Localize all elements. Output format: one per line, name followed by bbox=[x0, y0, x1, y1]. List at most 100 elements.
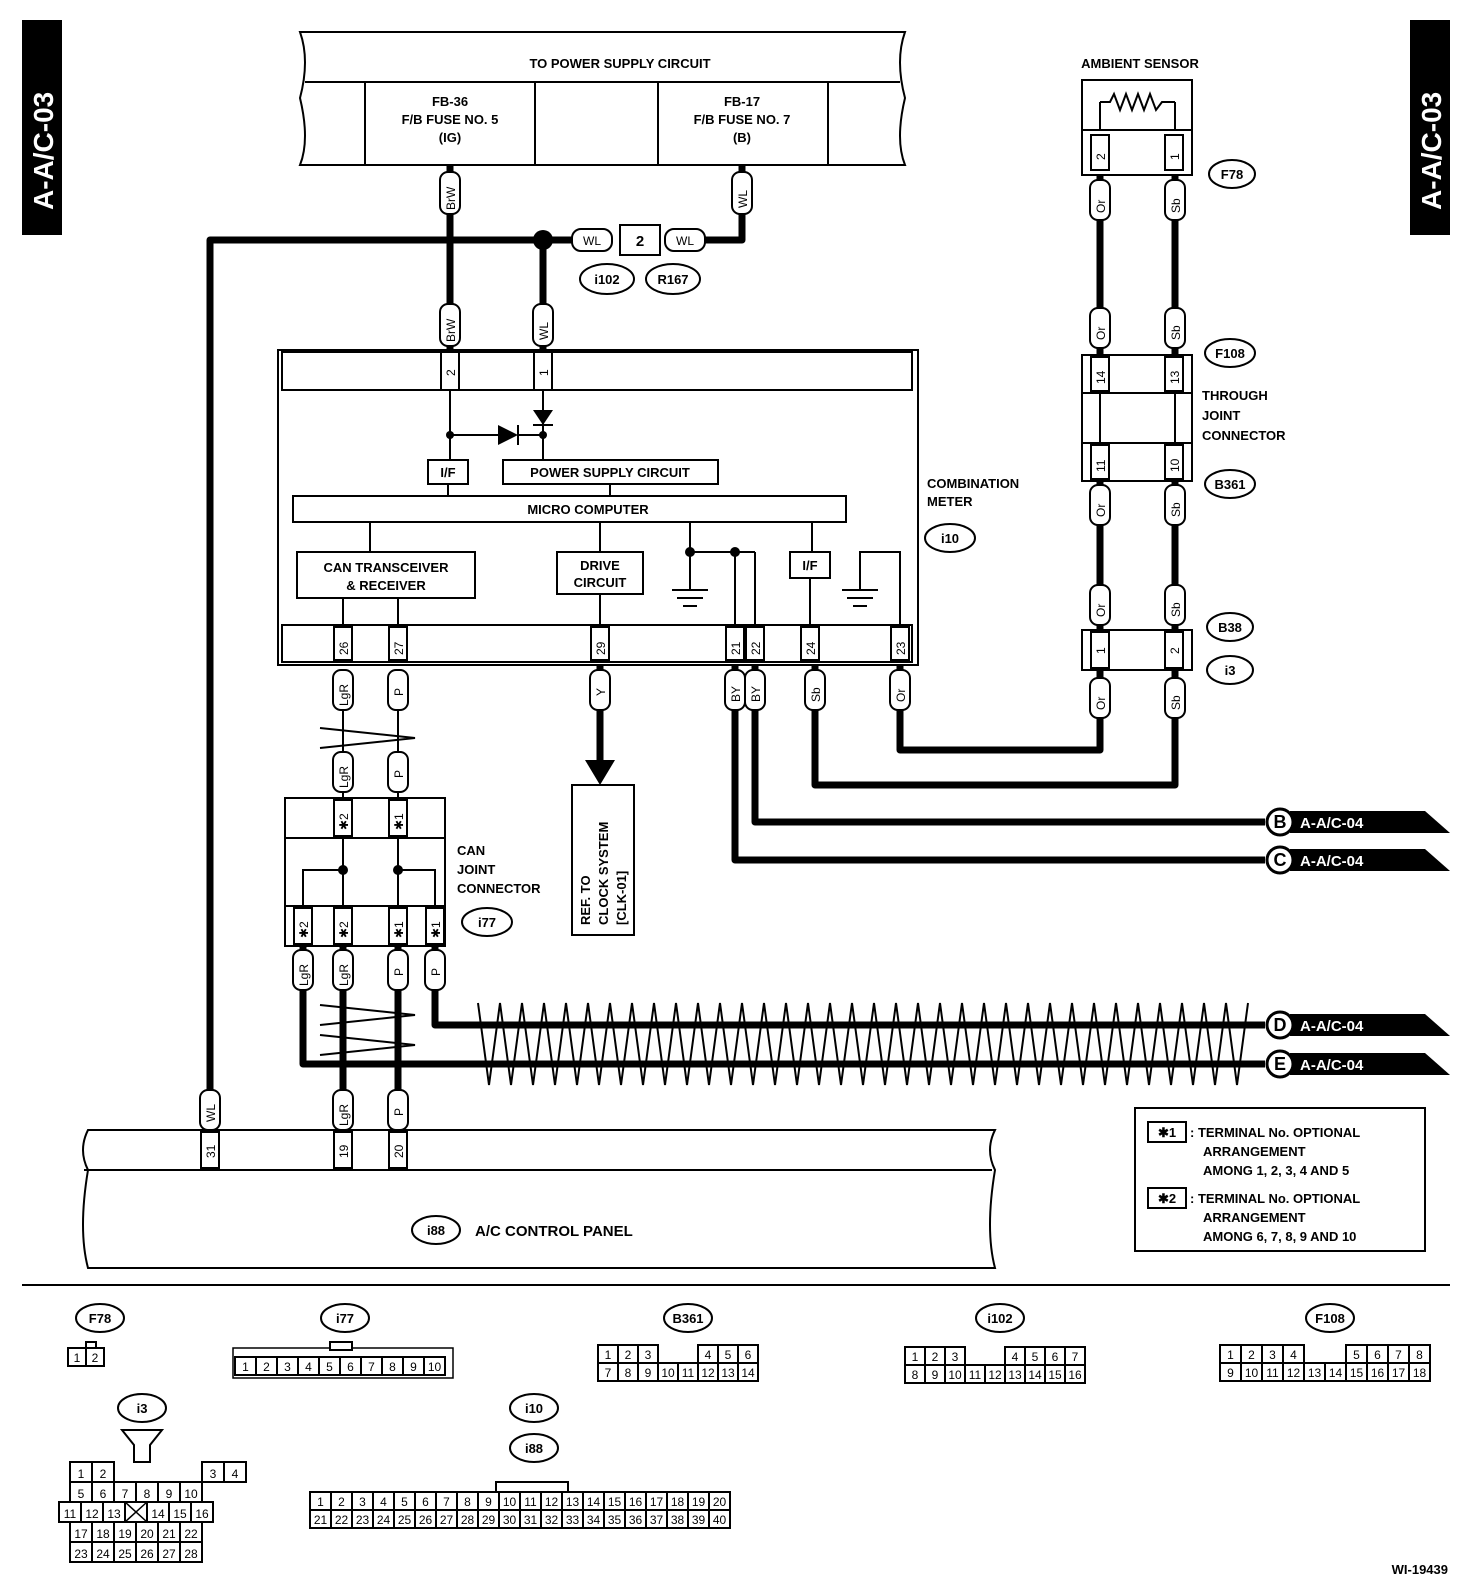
svg-text:P: P bbox=[392, 688, 406, 696]
svg-text:BrW: BrW bbox=[444, 186, 458, 210]
svg-text:10: 10 bbox=[1245, 1366, 1259, 1380]
svg-text:24: 24 bbox=[377, 1513, 391, 1527]
svg-text:3: 3 bbox=[359, 1495, 366, 1509]
twisted-pair-zigzag bbox=[477, 1002, 1249, 1086]
svg-text:Or: Or bbox=[894, 689, 908, 702]
svg-text:9: 9 bbox=[485, 1495, 492, 1509]
svg-text:i102: i102 bbox=[987, 1311, 1012, 1326]
svg-text:6: 6 bbox=[745, 1348, 752, 1362]
svg-text:31: 31 bbox=[524, 1513, 538, 1527]
svg-text:Or: Or bbox=[1094, 327, 1108, 340]
svg-text:34: 34 bbox=[587, 1513, 601, 1527]
svg-text:ARRANGEMENT: ARRANGEMENT bbox=[1203, 1144, 1306, 1159]
svg-text:28: 28 bbox=[461, 1513, 475, 1527]
svg-text:REF. TO: REF. TO bbox=[578, 875, 593, 925]
svg-text:WL: WL bbox=[736, 190, 750, 208]
svg-text:i77: i77 bbox=[478, 915, 496, 930]
svg-text:5: 5 bbox=[78, 1487, 85, 1501]
svg-text:16: 16 bbox=[1371, 1366, 1385, 1380]
svg-text:[CLK-01]: [CLK-01] bbox=[614, 871, 629, 925]
connector-b38-i3: 1 2 bbox=[1081, 629, 1193, 671]
svg-text:Sb: Sb bbox=[809, 687, 823, 702]
svg-text:6: 6 bbox=[422, 1495, 429, 1509]
ac-control-panel: 31 19 20 i88 A/C CONTROL PANEL bbox=[82, 1129, 997, 1269]
svg-text:2: 2 bbox=[444, 369, 458, 376]
svg-text:i77: i77 bbox=[336, 1311, 354, 1326]
panel-label: A/C CONTROL PANEL bbox=[475, 1223, 633, 1240]
svg-text:17: 17 bbox=[1392, 1366, 1406, 1380]
svg-text:12: 12 bbox=[1287, 1366, 1301, 1380]
svg-text:1: 1 bbox=[912, 1350, 919, 1364]
legend: ✱1 : TERMINAL No. OPTIONAL ARRANGEMENT A… bbox=[1134, 1107, 1426, 1252]
svg-text:2: 2 bbox=[932, 1350, 939, 1364]
svg-text:F/B FUSE NO. 7: F/B FUSE NO. 7 bbox=[694, 112, 791, 127]
svg-text:i88: i88 bbox=[427, 1223, 445, 1238]
svg-text:ARRANGEMENT: ARRANGEMENT bbox=[1203, 1210, 1306, 1225]
svg-text:10: 10 bbox=[948, 1368, 962, 1382]
svg-text:35: 35 bbox=[608, 1513, 622, 1527]
svg-text:17: 17 bbox=[650, 1495, 664, 1509]
svg-text:36: 36 bbox=[629, 1513, 643, 1527]
svg-text:2: 2 bbox=[636, 233, 644, 250]
svg-text:15: 15 bbox=[1350, 1366, 1364, 1380]
svg-text:14: 14 bbox=[587, 1495, 601, 1509]
svg-text:P: P bbox=[392, 1108, 406, 1116]
wire-labels-meter-bottom: Or Sb LgR P Y BY BY Sb Or bbox=[332, 669, 1186, 719]
svg-text:4: 4 bbox=[232, 1467, 239, 1481]
svg-text:i10: i10 bbox=[941, 531, 959, 546]
can-joint-label: CAN bbox=[457, 843, 485, 858]
svg-text:2: 2 bbox=[1094, 153, 1108, 160]
svg-text:7: 7 bbox=[1395, 1348, 1402, 1362]
svg-text:WL: WL bbox=[537, 322, 551, 340]
svg-text:✱1: ✱1 bbox=[1158, 1125, 1176, 1140]
svg-text:12: 12 bbox=[701, 1366, 715, 1380]
svg-text:11: 11 bbox=[524, 1495, 537, 1509]
svg-text:A-A/C-04: A-A/C-04 bbox=[1300, 1057, 1364, 1074]
svg-text:29: 29 bbox=[594, 641, 608, 655]
svg-text:JOINT: JOINT bbox=[1202, 408, 1240, 423]
svg-text:8: 8 bbox=[625, 1366, 632, 1380]
svg-text:R167: R167 bbox=[657, 272, 688, 287]
svg-text:19: 19 bbox=[118, 1527, 132, 1541]
svg-text:WL: WL bbox=[583, 234, 601, 248]
svg-text:LgR: LgR bbox=[337, 964, 351, 986]
svg-text:I/F: I/F bbox=[802, 558, 817, 573]
svg-text:1: 1 bbox=[537, 369, 551, 376]
combination-meter: 2 1 I/F POWER SUPPLY CIRCUIT MICRO COMPU… bbox=[277, 349, 919, 666]
svg-text:9: 9 bbox=[410, 1360, 417, 1374]
svg-text:D: D bbox=[1274, 1015, 1287, 1035]
svg-text:27: 27 bbox=[162, 1547, 176, 1561]
svg-text:13: 13 bbox=[1008, 1368, 1022, 1382]
svg-text:3: 3 bbox=[1269, 1348, 1276, 1362]
svg-text:18: 18 bbox=[1413, 1366, 1427, 1380]
svg-text:20: 20 bbox=[140, 1527, 154, 1541]
svg-text:9: 9 bbox=[1227, 1366, 1234, 1380]
svg-text:METER: METER bbox=[927, 494, 973, 509]
svg-text:7: 7 bbox=[368, 1360, 375, 1374]
svg-text:16: 16 bbox=[1068, 1368, 1082, 1382]
svg-text:MICRO COMPUTER: MICRO COMPUTER bbox=[527, 502, 649, 517]
svg-text:1: 1 bbox=[1227, 1348, 1234, 1362]
svg-text:11: 11 bbox=[1266, 1366, 1279, 1380]
svg-text:CAN TRANSCEIVER: CAN TRANSCEIVER bbox=[324, 560, 450, 575]
svg-text:21: 21 bbox=[162, 1527, 176, 1541]
svg-text:✱2: ✱2 bbox=[297, 921, 311, 938]
svg-text:BY: BY bbox=[729, 686, 743, 702]
svg-text:AMONG 6, 7, 8, 9 AND 10: AMONG 6, 7, 8, 9 AND 10 bbox=[1203, 1229, 1356, 1244]
svg-text:32: 32 bbox=[545, 1513, 559, 1527]
svg-text:13: 13 bbox=[1168, 370, 1182, 384]
svg-text:22: 22 bbox=[749, 641, 763, 655]
svg-text:39: 39 bbox=[692, 1513, 706, 1527]
wire-label: BrW WL BrW WL bbox=[439, 171, 753, 347]
svg-text:CONNECTOR: CONNECTOR bbox=[457, 881, 541, 896]
svg-text:1: 1 bbox=[1168, 153, 1182, 160]
svg-text:1: 1 bbox=[605, 1348, 612, 1362]
svg-text:9: 9 bbox=[932, 1368, 939, 1382]
doc-id: WI-19439 bbox=[1392, 1562, 1448, 1577]
svg-text:Sb: Sb bbox=[1169, 325, 1183, 340]
svg-text:21: 21 bbox=[314, 1513, 328, 1527]
svg-text:: TERMINAL No. OPTIONAL: : TERMINAL No. OPTIONAL bbox=[1190, 1191, 1360, 1206]
svg-text:2: 2 bbox=[92, 1351, 99, 1365]
svg-text:(IG): (IG) bbox=[439, 130, 461, 145]
